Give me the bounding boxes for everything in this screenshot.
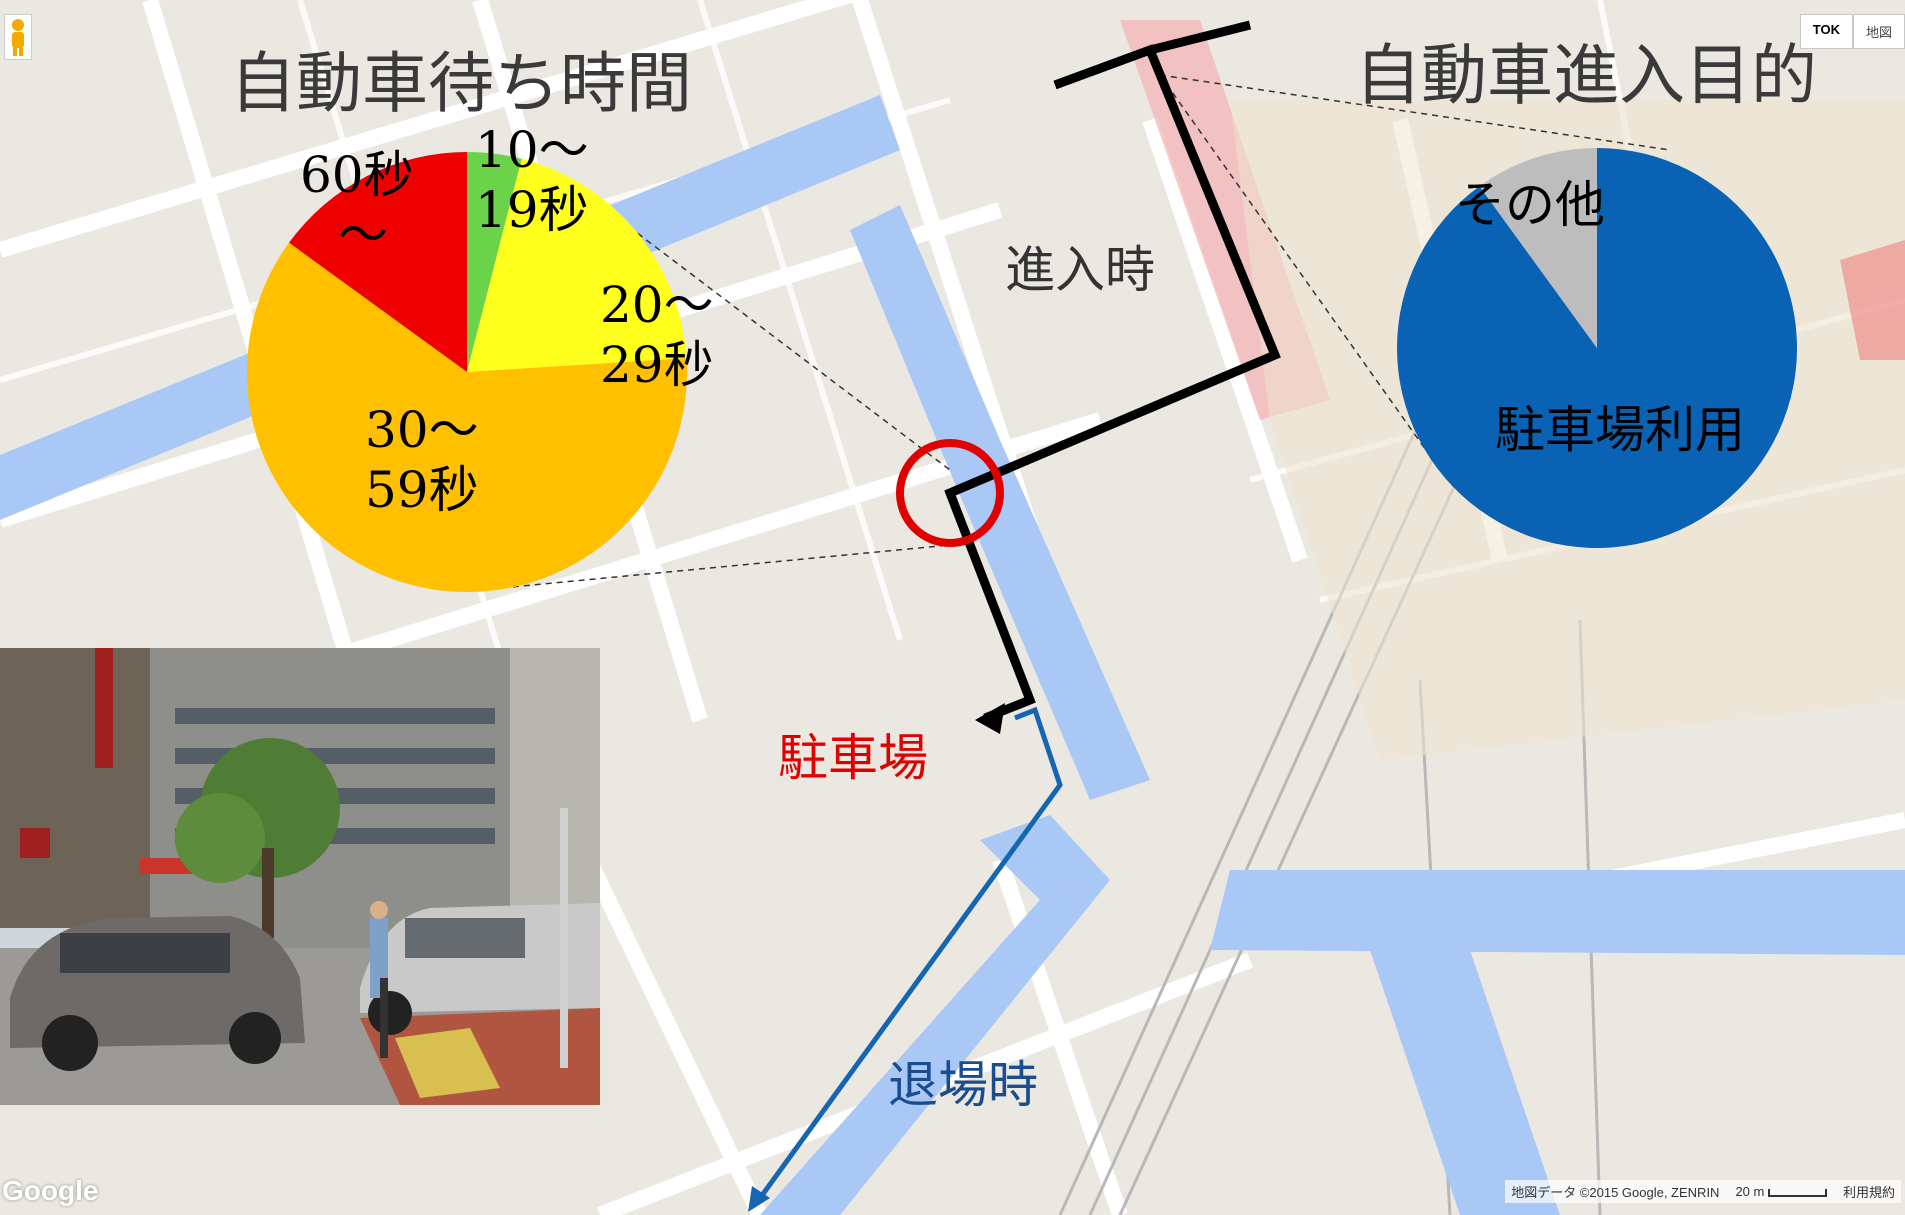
entry-purpose-slice-1 [1479,148,1597,348]
pie-chart-wait-time [246,152,687,592]
map-scale-label: 20 m [1735,1184,1765,1199]
pie-label-60-plus: 60秒 〜 [300,145,414,265]
map-scale: 20 m [1735,1184,1827,1199]
map-type-button[interactable]: 地図 [1852,14,1905,49]
map-data-credit: 地図データ ©2015 Google, ZENRIN [1511,1185,1720,1200]
exit-route [752,706,1063,1207]
google-logo: Google [2,1175,99,1206]
pie-label-other: その他 [1455,176,1605,234]
chart-leader-lines [479,74,1671,591]
pie-label-20-29-line1: 20〜 [600,276,714,334]
pie-label-20-29: 20〜 29秒 [600,275,714,395]
wait-time-slice-2 [246,242,687,592]
entry-route [944,20,1281,723]
chart-title-wait-time: 自動車待ち時間 [230,45,692,122]
street-view-pegman-icon[interactable] [4,14,32,60]
entry-route-arrowhead [975,703,1005,734]
pie-label-60-plus-line2: 〜 [338,206,388,264]
pie-chart-entry-purpose [1397,148,1797,548]
wait-time-slice-1 [467,158,687,372]
pie-label-parking-use: 駐車場利用 [1495,401,1745,459]
terms-link[interactable]: 利用規約 [1842,1185,1895,1200]
scale-bar-icon [1767,1188,1827,1197]
pie-label-30-59-line1: 30〜 [365,401,479,459]
intersection-marker [896,439,1004,547]
pie-label-30-59-line2: 59秒 [365,461,479,519]
pie-label-30-59: 30〜 59秒 [365,400,479,520]
pie-label-60-plus-line1: 60秒 [300,146,414,204]
street-photo-inset [0,648,600,1105]
map-type-control: TOK 地図 [1799,14,1905,49]
pie-label-10-19-line1: 10〜 [475,121,589,179]
label-entry-time: 進入時 [1005,241,1155,299]
pie-label-20-29-line2: 29秒 [600,336,714,394]
pie-label-10-19: 10〜 19秒 [475,120,589,240]
wait-time-slice-0 [467,152,522,372]
label-exit-time: 退場時 [888,1056,1038,1114]
label-parking-lot: 駐車場 [778,729,928,787]
pie-label-10-19-line2: 19秒 [475,181,589,239]
chart-title-entry-purpose: 自動車進入目的 [1355,37,1817,114]
exit-route-arrowhead [748,1186,770,1212]
tok-button[interactable]: TOK [1799,14,1853,49]
map-attribution: 地図データ ©2015 Google, ZENRIN 20 m 利用規約 [1505,1180,1901,1203]
wait-time-slice-3 [289,152,467,372]
